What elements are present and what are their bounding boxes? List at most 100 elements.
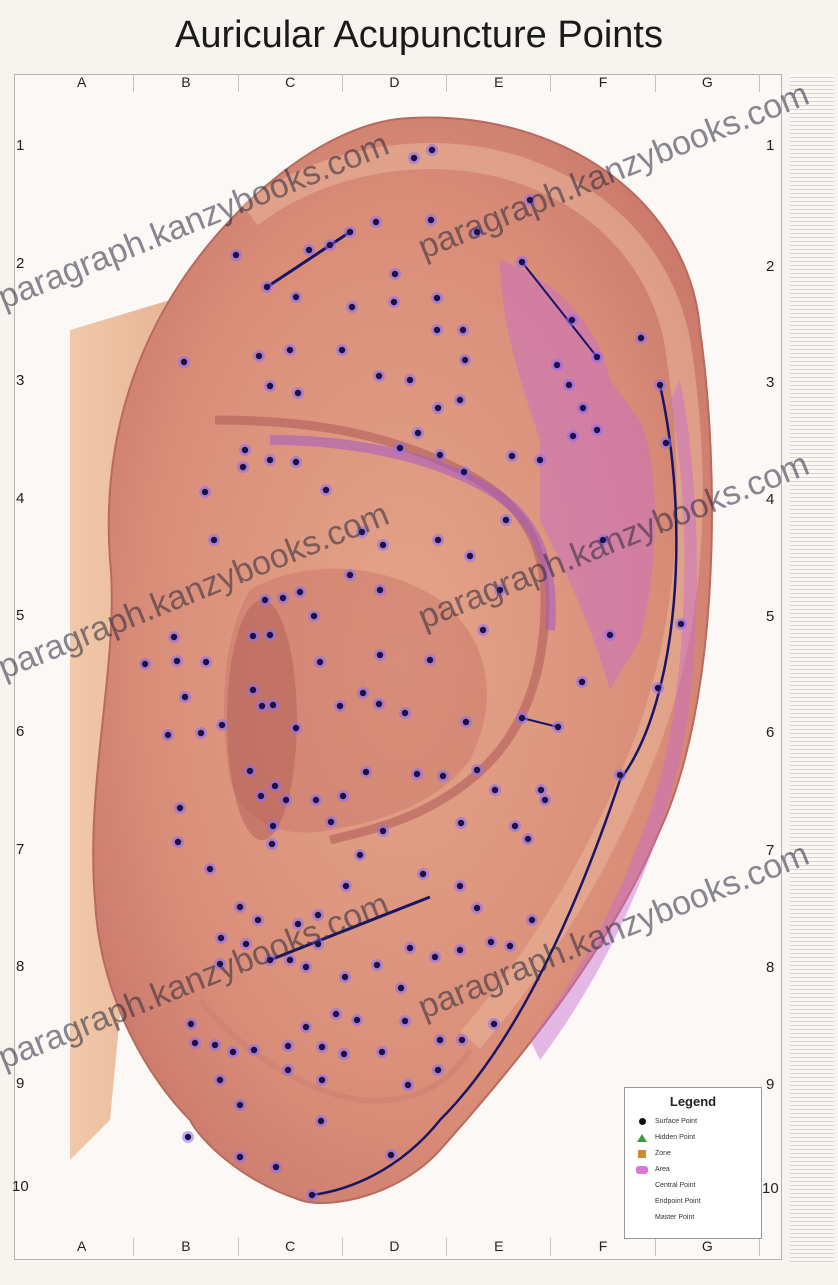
acupuncture-point <box>237 1154 243 1160</box>
acupuncture-point <box>192 1040 198 1046</box>
acupuncture-point <box>376 701 382 707</box>
acupuncture-point <box>174 658 180 664</box>
acupuncture-point <box>142 661 148 667</box>
acupuncture-point <box>181 359 187 365</box>
acupuncture-point <box>405 1082 411 1088</box>
acupuncture-point <box>259 703 265 709</box>
acupuncture-point <box>555 724 561 730</box>
acupuncture-point <box>457 883 463 889</box>
legend-item: Central Point <box>635 1179 751 1192</box>
legend: Legend Surface Point Hidden Point Zone A… <box>624 1087 762 1239</box>
acupuncture-point <box>272 783 278 789</box>
acupuncture-point <box>457 397 463 403</box>
acupuncture-point <box>303 1024 309 1030</box>
acupuncture-point <box>529 917 535 923</box>
acupuncture-point <box>175 839 181 845</box>
acupuncture-point <box>327 242 333 248</box>
acupuncture-point <box>607 632 613 638</box>
acupuncture-point <box>303 964 309 970</box>
acupuncture-point <box>474 905 480 911</box>
acupuncture-point <box>554 362 560 368</box>
acupuncture-point <box>283 797 289 803</box>
acupuncture-point <box>380 542 386 548</box>
acupuncture-point <box>411 155 417 161</box>
acupuncture-point <box>519 715 525 721</box>
acupuncture-point <box>594 427 600 433</box>
acupuncture-point <box>542 797 548 803</box>
acupuncture-point <box>435 537 441 543</box>
acupuncture-point <box>678 621 684 627</box>
acupuncture-point <box>203 659 209 665</box>
acupuncture-point <box>343 883 349 889</box>
acupuncture-point <box>250 687 256 693</box>
acupuncture-point <box>377 652 383 658</box>
acupuncture-point <box>474 767 480 773</box>
acupuncture-point <box>434 295 440 301</box>
acupuncture-point <box>638 335 644 341</box>
acupuncture-point <box>459 1037 465 1043</box>
acupuncture-point <box>569 317 575 323</box>
acupuncture-point <box>318 1118 324 1124</box>
acupuncture-point <box>491 1021 497 1027</box>
acupuncture-point <box>460 327 466 333</box>
acupuncture-point <box>269 841 275 847</box>
acupuncture-point <box>251 1047 257 1053</box>
acupuncture-point <box>280 595 286 601</box>
acupuncture-point <box>373 219 379 225</box>
acupuncture-point <box>374 962 380 968</box>
acupuncture-point <box>267 383 273 389</box>
acupuncture-point <box>655 685 661 691</box>
acupuncture-point <box>388 1152 394 1158</box>
acupuncture-point <box>297 589 303 595</box>
acupuncture-point <box>458 820 464 826</box>
acupuncture-point <box>333 1011 339 1017</box>
acupuncture-point <box>525 836 531 842</box>
acupuncture-point <box>579 679 585 685</box>
acupuncture-point <box>420 871 426 877</box>
acupuncture-point <box>570 433 576 439</box>
acupuncture-point <box>293 459 299 465</box>
acupuncture-point <box>397 445 403 451</box>
acupuncture-point <box>391 299 397 305</box>
acupuncture-point <box>427 657 433 663</box>
acupuncture-point <box>462 357 468 363</box>
acupuncture-point <box>509 453 515 459</box>
acupuncture-point <box>250 633 256 639</box>
acupuncture-point <box>267 457 273 463</box>
acupuncture-point <box>507 943 513 949</box>
acupuncture-point <box>463 719 469 725</box>
acupuncture-point <box>295 390 301 396</box>
acupuncture-point <box>211 537 217 543</box>
acupuncture-point <box>237 904 243 910</box>
acupuncture-point <box>435 1067 441 1073</box>
acupuncture-point <box>267 632 273 638</box>
acupuncture-point <box>341 1051 347 1057</box>
acupuncture-point <box>379 1049 385 1055</box>
acupuncture-point <box>242 447 248 453</box>
acupuncture-point <box>233 252 239 258</box>
black-dot-icon <box>635 1117 649 1127</box>
legend-item: Hidden Point <box>635 1131 751 1144</box>
acupuncture-point <box>437 1037 443 1043</box>
acupuncture-point <box>188 1021 194 1027</box>
acupuncture-point <box>337 703 343 709</box>
acupuncture-point <box>432 954 438 960</box>
acupuncture-point <box>306 247 312 253</box>
acupuncture-point <box>217 1077 223 1083</box>
pink-area-icon <box>635 1165 649 1175</box>
acupuncture-point <box>240 464 246 470</box>
acupuncture-point <box>349 304 355 310</box>
acupuncture-point <box>429 147 435 153</box>
acupuncture-point <box>198 730 204 736</box>
acupuncture-point <box>247 768 253 774</box>
acupuncture-point <box>319 1044 325 1050</box>
acupuncture-point <box>319 1077 325 1083</box>
green-triangle-icon <box>635 1133 649 1143</box>
acupuncture-point <box>347 229 353 235</box>
acupuncture-point <box>663 440 669 446</box>
acupuncture-point <box>467 553 473 559</box>
acupuncture-point <box>262 597 268 603</box>
acupuncture-point <box>492 787 498 793</box>
acupuncture-point <box>354 1017 360 1023</box>
acupuncture-point <box>207 866 213 872</box>
